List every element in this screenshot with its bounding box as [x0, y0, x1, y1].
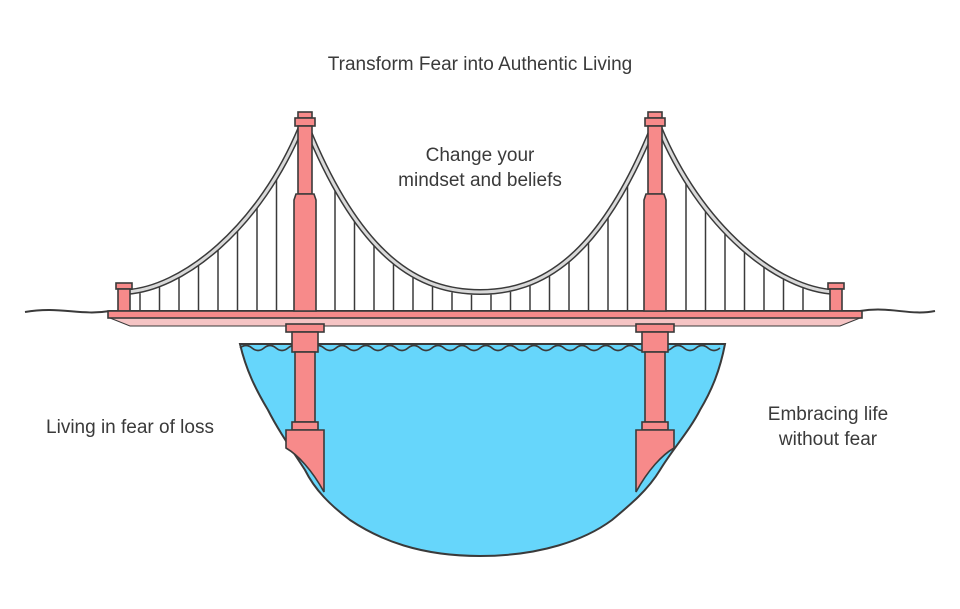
under-deck-shadow: [109, 317, 861, 327]
label-living-in-fear: Living in fear of loss: [46, 417, 214, 438]
label-change-mindset-line1: Change your: [425, 145, 535, 166]
label-embracing-life-line1: Embracing life: [767, 404, 889, 425]
main-cable-right: [654, 120, 836, 295]
main-cable-left-inner: [124, 121, 305, 294]
main-cable-right-inner: [655, 121, 836, 294]
anchor-left: [115, 282, 133, 312]
label-embracing-life: Embracing life without fear: [718, 402, 938, 452]
suspender-cables: [139, 178, 804, 311]
anchor-right: [827, 282, 845, 312]
label-embracing-life-line2: without fear: [778, 429, 878, 450]
label-change-mindset-line2: mindset and beliefs: [398, 170, 562, 191]
tower-left: [285, 111, 325, 493]
water-basin: [238, 343, 727, 558]
water-surface: [239, 344, 721, 352]
label-change-mindset: Change your mindset and beliefs: [330, 143, 630, 193]
tower-right: [635, 111, 675, 493]
main-cable-center-inner: [303, 121, 657, 294]
bridge-deck: [107, 310, 863, 319]
diagram-title: Transform Fear into Authentic Living: [327, 54, 633, 75]
